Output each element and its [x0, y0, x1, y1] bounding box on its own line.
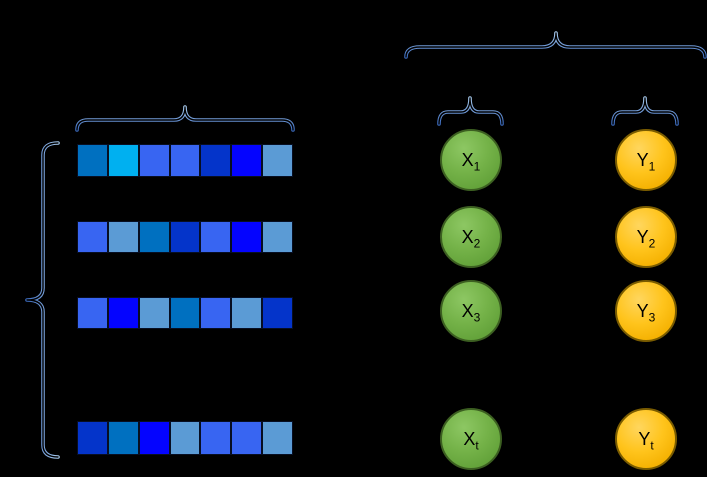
feature-cell: [263, 298, 293, 328]
feature-cell: [232, 145, 262, 176]
feature-cell: [78, 422, 107, 454]
feature-cell: [170, 422, 200, 454]
brace-top-span-icon: [404, 31, 707, 59]
feature-cell: [232, 298, 262, 328]
feature-cell: [201, 145, 231, 176]
node-label: Xt: [463, 429, 479, 453]
feature-row: [78, 298, 293, 328]
feature-cell: [263, 222, 293, 252]
feature-cell: [232, 422, 262, 454]
feature-cell: [108, 422, 138, 454]
brace-y-column-icon: [611, 96, 679, 126]
node-label: Y2: [636, 227, 656, 251]
feature-cell: [170, 222, 200, 252]
x-node-1: X1: [440, 129, 502, 191]
node-label: X3: [461, 301, 481, 325]
feature-cell: [263, 145, 293, 176]
feature-row: [78, 422, 293, 454]
feature-cell: [139, 422, 169, 454]
feature-cell: [108, 145, 138, 176]
feature-cell: [201, 298, 231, 328]
feature-cell: [139, 145, 169, 176]
node-label: X1: [461, 150, 481, 174]
feature-cell: [263, 422, 293, 454]
x-node-t: Xt: [440, 408, 502, 470]
feature-row: [78, 145, 293, 176]
feature-cell: [108, 298, 138, 328]
brace-x-column-icon: [437, 96, 504, 126]
node-label-subscript: 1: [473, 159, 481, 174]
y-node-1: Y1: [615, 129, 677, 191]
feature-cell: [139, 222, 169, 252]
feature-cell: [232, 222, 262, 252]
brace-feature-row-icon: [75, 105, 295, 132]
feature-cell: [108, 222, 138, 252]
feature-cell: [78, 298, 107, 328]
feature-cell: [170, 298, 200, 328]
node-label-subscript: 2: [473, 236, 481, 251]
brace-left-rows-icon: [25, 141, 60, 459]
feature-cell: [78, 222, 107, 252]
node-label: Y1: [636, 150, 656, 174]
feature-cell: [201, 422, 231, 454]
feature-cell: [201, 222, 231, 252]
node-label: Yt: [638, 429, 654, 453]
y-node-t: Yt: [615, 408, 677, 470]
feature-cell: [139, 298, 169, 328]
node-label-subscript: t: [650, 438, 654, 453]
node-label-subscript: 2: [648, 236, 656, 251]
feature-cell: [170, 145, 200, 176]
node-label: Y3: [636, 301, 656, 325]
node-label-subscript: 3: [473, 310, 481, 325]
x-node-3: X3: [440, 280, 502, 342]
node-label-subscript: 1: [648, 159, 656, 174]
y-node-3: Y3: [615, 280, 677, 342]
feature-row: [78, 222, 293, 252]
node-label-subscript: t: [475, 438, 479, 453]
y-node-2: Y2: [615, 206, 677, 268]
node-label-subscript: 3: [648, 310, 656, 325]
feature-cell: [78, 145, 107, 176]
x-node-2: X2: [440, 206, 502, 268]
node-label: X2: [461, 227, 481, 251]
